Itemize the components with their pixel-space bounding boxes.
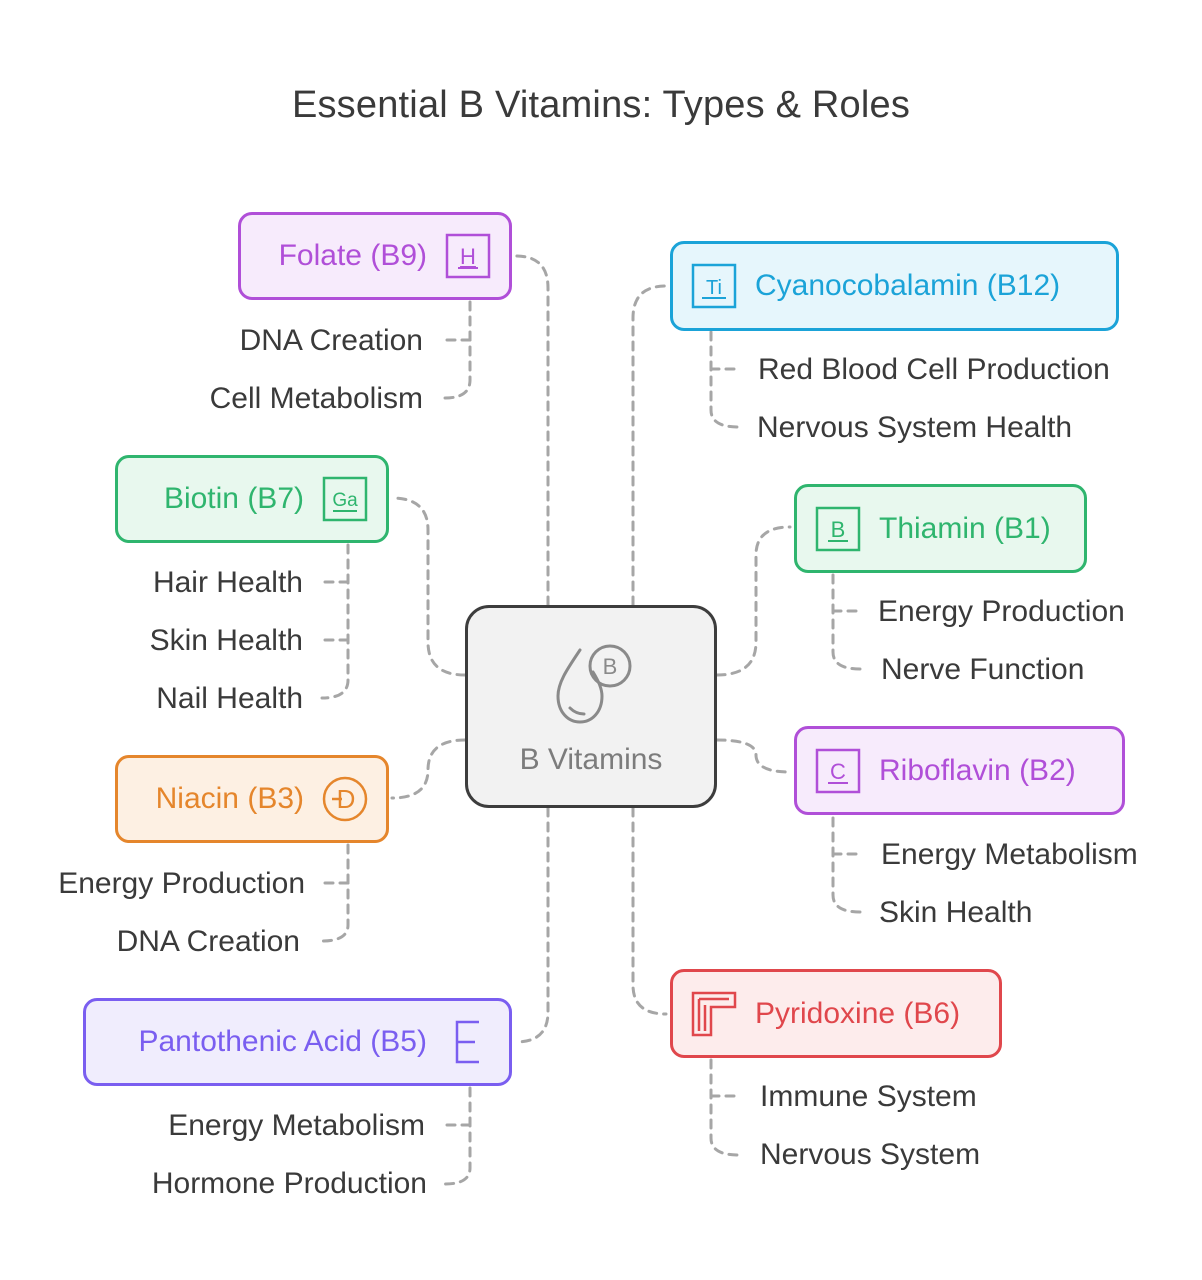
pipe-shape-icon <box>691 991 737 1037</box>
node-pyridoxine-label: Pyridoxine (B6) <box>755 996 961 1030</box>
biotin-role-3: Nail Health <box>156 682 303 715</box>
cyanocobalamin-role-2: Nervous System Health <box>757 411 1073 444</box>
biotin-role-1: Hair Health <box>152 566 303 599</box>
svg-text:B: B <box>831 517 846 542</box>
riboflavin-role-1: Energy Metabolism <box>881 838 1138 871</box>
pantothenic-role-2: Hormone Production <box>151 1167 427 1200</box>
d-circle-icon: D <box>322 776 368 822</box>
node-riboflavin[interactable]: C Riboflavin (B2) <box>794 726 1125 815</box>
node-niacin-label: Niacin (B3) <box>155 782 304 815</box>
connector-biotin <box>390 496 467 677</box>
page-title: Essential B Vitamins: Types & Roles <box>291 84 911 126</box>
folate-role-2: Cell Metabolism <box>209 382 423 415</box>
connector-pantothenic <box>514 806 550 1044</box>
node-cyanocobalamin[interactable]: Ti Cyanocobalamin (B12) <box>670 241 1119 331</box>
pyridoxine-role-1: Immune System <box>760 1080 977 1113</box>
droplet-b-icon: B <box>556 644 632 724</box>
niacin-role-1: Energy Production <box>58 867 305 900</box>
thiamin-role-1: Energy Production <box>878 595 1125 628</box>
thiamin-role-2: Nerve Function <box>881 653 1085 686</box>
biotin-role-2: Skin Health <box>149 624 303 657</box>
ga-letter-icon: Ga <box>322 476 368 522</box>
center-hub: B B Vitamins <box>465 605 717 808</box>
svg-text:D: D <box>337 784 356 814</box>
node-thiamin-label: Thiamin (B1) <box>879 511 1051 545</box>
node-thiamin[interactable]: B Thiamin (B1) <box>794 484 1087 573</box>
node-folate-label: Folate (B9) <box>278 239 427 272</box>
svg-text:Ti: Ti <box>706 277 722 299</box>
connector-riboflavin <box>715 738 792 774</box>
connector-niacin <box>390 738 467 800</box>
pyridoxine-role-2: Nervous System <box>760 1138 981 1171</box>
connector-cyanocobalamin <box>631 284 668 607</box>
node-niacin[interactable]: Niacin (B3) D <box>115 755 389 843</box>
riboflavin-role-2: Skin Health <box>879 896 1033 929</box>
folate-role-1: DNA Creation <box>239 324 423 357</box>
node-folate[interactable]: Folate (B9) H <box>238 212 512 300</box>
b-letter-icon: B <box>815 506 861 552</box>
node-riboflavin-label: Riboflavin (B2) <box>879 753 1076 787</box>
ti-letter-icon: Ti <box>691 263 737 309</box>
c-letter-icon: C <box>815 748 861 794</box>
node-pantothenic-label: Pantothenic Acid (B5) <box>138 1025 427 1058</box>
connector-thiamin <box>715 525 792 677</box>
svg-text:Ga: Ga <box>332 490 358 511</box>
h-letter-icon: H <box>445 233 491 279</box>
cyanocobalamin-role-1: Red Blood Cell Production <box>758 353 1110 386</box>
svg-text:H: H <box>460 244 476 269</box>
node-pyridoxine[interactable]: Pyridoxine (B6) <box>670 969 1002 1058</box>
node-cyanocobalamin-label: Cyanocobalamin (B12) <box>755 269 1061 302</box>
node-biotin[interactable]: Biotin (B7) Ga <box>115 455 389 543</box>
pantothenic-role-1: Energy Metabolism <box>168 1109 425 1142</box>
e-letter-icon <box>445 1019 491 1065</box>
connector-pyridoxine <box>631 806 668 1016</box>
center-icon-letter: B <box>603 654 618 679</box>
niacin-role-2: DNA Creation <box>116 925 300 958</box>
node-pantothenic[interactable]: Pantothenic Acid (B5) <box>83 998 512 1086</box>
svg-text:C: C <box>830 759 846 784</box>
connector-folate <box>514 254 550 607</box>
center-label: B Vitamins <box>519 743 663 776</box>
node-biotin-label: Biotin (B7) <box>163 482 304 515</box>
